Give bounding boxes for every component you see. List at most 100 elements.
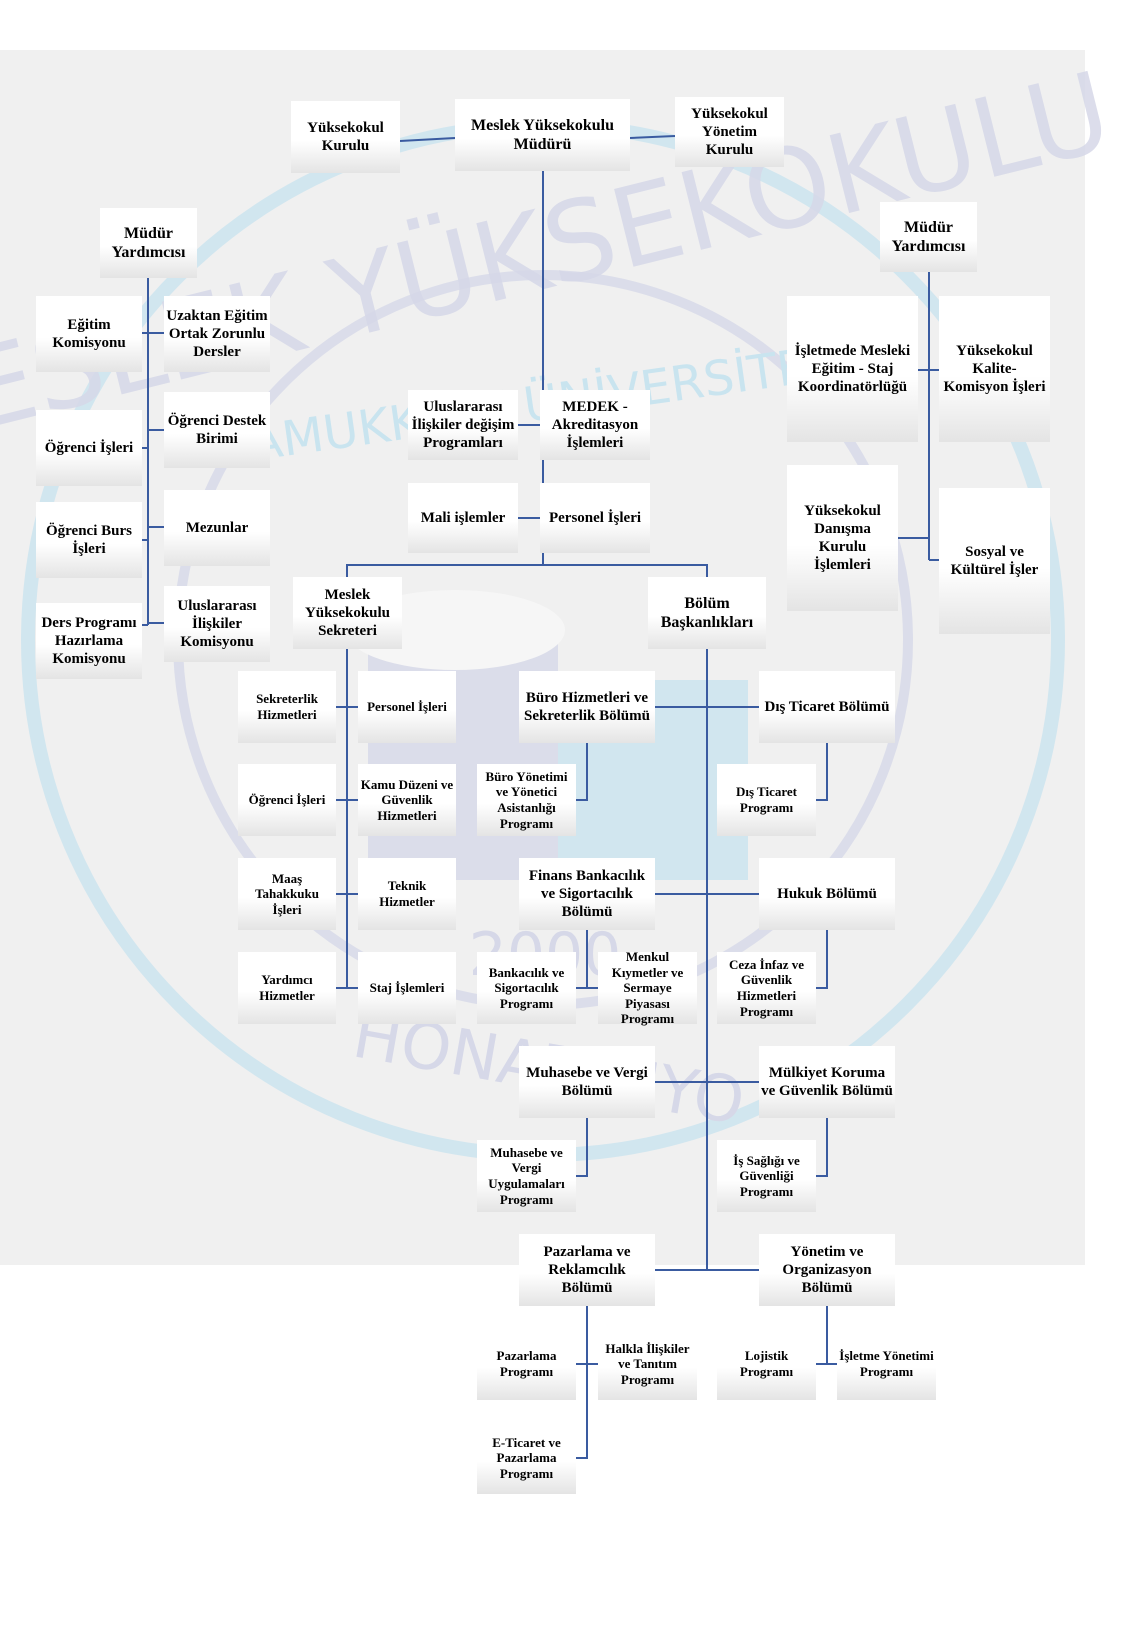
org-box-maas: Maaş Tahakkuku İşleri <box>238 858 336 930</box>
org-box-label: Yüksekokul Kalite-Komisyon İşleri <box>943 343 1046 395</box>
org-box-ders-prog: Ders Programı Hazırlama Komisyonu <box>36 603 142 679</box>
org-box-egitim-kom: Eğitim Komisyonu <box>36 296 142 372</box>
org-box-medek: MEDEK - Akreditasyon İşlemleri <box>540 390 650 460</box>
org-box-label: Dış Ticaret Programı <box>735 784 798 815</box>
org-box-label: İş Sağlığı ve Güvenliği Programı <box>733 1152 800 1199</box>
org-box-label: Bankacılık ve Sigortacılık Programı <box>488 964 565 1011</box>
org-box-mali: Mali işlemler <box>408 483 518 553</box>
org-box-menkul-prog: Menkul Kıymetler ve Sermaye Piyasası Pro… <box>598 949 697 1027</box>
org-box-label: Hukuk Bölümü <box>777 886 877 902</box>
org-box-bankacilik-prog: Bankacılık ve Sigortacılık Programı <box>477 952 576 1024</box>
org-box-ulus-kom: Uluslararası İlişkiler Komisyonu <box>164 586 270 662</box>
org-box-isletmede: İşletmede Mesleki Eğitim - Staj Koordina… <box>787 296 918 442</box>
org-box-label: Uluslararası İlişkiler Komisyonu <box>177 598 257 650</box>
org-box-label: Büro Yönetimi ve Yönetici Asistanlığı Pr… <box>485 768 568 831</box>
connector-line <box>399 137 456 142</box>
org-box-label: Teknik Hizmetler <box>379 878 435 909</box>
org-box-label: Öğrenci İşleri <box>44 440 134 456</box>
org-box-pazarlama-bol: Pazarlama ve Reklamcılık Bölümü <box>519 1234 655 1306</box>
org-box-label: Staj İşlemleri <box>369 980 445 996</box>
org-box-uzaktan: Uzaktan Eğitim Ortak Zorunlu Dersler <box>164 296 270 372</box>
org-box-mudur-yrd-sol: Müdür Yardımcısı <box>100 208 197 278</box>
org-box-label: Dış Ticaret Bölümü <box>764 699 890 715</box>
org-box-lojistik-prog: Lojistik Programı <box>717 1328 816 1400</box>
org-box-label: Müdür Yardımcısı <box>111 224 186 261</box>
org-box-staj: Staj İşlemleri <box>358 952 456 1024</box>
org-box-label: Yardımcı Hizmetler <box>259 972 315 1003</box>
org-box-label: Yönetim ve Organizasyon Bölümü <box>782 1244 872 1296</box>
org-box-finans-bol: Finans Bankacılık ve Sigortacılık Bölümü <box>519 858 655 930</box>
org-box-label: Maaş Tahakkuku İşleri <box>255 870 319 917</box>
org-box-personel-2: Personel İşleri <box>358 671 456 743</box>
connector-line <box>629 135 676 139</box>
org-box-buro-prog: Büro Yönetimi ve Yönetici Asistanlığı Pr… <box>477 764 576 836</box>
org-box-mudur-yrd-sag: Müdür Yardımcısı <box>880 202 977 272</box>
org-box-label: E-Ticaret ve Pazarlama Programı <box>492 1434 561 1481</box>
org-box-label: Öğrenci İşleri <box>248 792 326 808</box>
connector-line <box>576 1306 588 1459</box>
org-box-label: Yüksekokul Yönetim Kurulu <box>691 106 768 158</box>
org-box-label: Kamu Düzeni ve Güvenlik Hizmetleri <box>360 776 454 823</box>
org-box-label: Lojistik Programı <box>739 1348 794 1379</box>
org-box-burs: Öğrenci Burs İşleri <box>36 502 142 578</box>
connector-line <box>576 743 588 801</box>
org-box-label: Ders Programı Hazırlama Komisyonu <box>41 615 137 667</box>
org-box-ceza-prog: Ceza İnfaz ve Güvenlik Hizmetleri Progra… <box>717 952 816 1024</box>
org-box-label: Personel İşleri <box>367 699 447 715</box>
org-box-buro-bol: Büro Hizmetleri ve Sekreterlik Bölümü <box>519 671 655 743</box>
org-box-eticaret-prog: E-Ticaret ve Pazarlama Programı <box>477 1422 576 1494</box>
org-box-label: Mezunlar <box>185 520 249 536</box>
org-box-halkla-prog: Halkla İlişkiler ve Tanıtım Programı <box>598 1328 697 1400</box>
org-box-label: Öğrenci Destek Birimi <box>167 413 267 447</box>
org-box-hukuk-bol: Hukuk Bölümü <box>759 858 895 930</box>
org-box-label: Personel İşleri <box>548 510 642 526</box>
connector-line <box>816 930 828 989</box>
org-box-teknik: Teknik Hizmetler <box>358 858 456 930</box>
org-box-yardimci: Yardımcı Hizmetler <box>238 952 336 1024</box>
org-box-kamu-duzeni: Kamu Düzeni ve Güvenlik Hizmetleri <box>358 764 456 836</box>
org-box-danisma: Yüksekokul Danışma Kurulu İşlemleri <box>787 465 898 611</box>
org-box-label: Sosyal ve Kültürel İşler <box>950 544 1039 578</box>
org-box-label: İşletmede Mesleki Eğitim - Staj Koordina… <box>794 343 911 395</box>
org-box-ogrenci-isleri-2: Öğrenci İşleri <box>238 764 336 836</box>
org-box-ogrenci-destek: Öğrenci Destek Birimi <box>164 392 270 468</box>
org-box-bolum-bas: Bölüm Başkanlıkları <box>648 577 766 649</box>
org-box-muhasebe-prog: Muhasebe ve Vergi Uygulamaları Programı <box>477 1140 576 1212</box>
org-box-label: Meslek Yüksekokulu Müdürü <box>471 116 614 153</box>
org-box-dis-tic-bol: Dış Ticaret Bölümü <box>759 671 895 743</box>
org-box-label: Büro Hizmetleri ve Sekreterlik Bölümü <box>524 690 650 724</box>
org-box-ulus-degisim: Uluslararası İlişkiler değişim Programla… <box>408 390 518 460</box>
org-box-label: Uluslararası İlişkiler değişim Programla… <box>411 399 515 451</box>
org-box-sosyal: Sosyal ve Kültürel İşler <box>939 488 1050 634</box>
connector-line <box>346 564 708 577</box>
org-box-label: Finans Bankacılık ve Sigortacılık Bölümü <box>528 868 646 920</box>
org-box-kurulu: Yüksekokul Kurulu <box>291 101 400 173</box>
org-box-label: Uzaktan Eğitim Ortak Zorunlu Dersler <box>166 308 268 360</box>
org-box-dis-tic-prog: Dış Ticaret Programı <box>717 764 816 836</box>
org-box-label: İşletme Yönetimi Programı <box>839 1348 934 1379</box>
org-box-isletme-yon-prog: İşletme Yönetimi Programı <box>837 1328 936 1400</box>
org-box-label: Eğitim Komisyonu <box>52 317 126 351</box>
org-box-label: Menkul Kıymetler ve Sermaye Piyasası Pro… <box>611 949 684 1027</box>
org-box-is-sagligi-prog: İş Sağlığı ve Güvenliği Programı <box>717 1140 816 1212</box>
org-box-label: Yüksekokul Danışma Kurulu İşlemleri <box>804 503 881 573</box>
org-box-label: Muhasebe ve Vergi Uygulamaları Programı <box>488 1144 565 1207</box>
org-box-personel-1: Personel İşleri <box>540 483 650 553</box>
org-box-mudur: Meslek Yüksekokulu Müdürü <box>455 99 630 171</box>
connector-line <box>816 743 828 801</box>
org-box-sekreterlik: Sekreterlik Hizmetleri <box>238 671 336 743</box>
org-box-muhasebe-bol: Muhasebe ve Vergi Bölümü <box>519 1046 655 1118</box>
connector-line <box>576 1118 588 1177</box>
org-box-ogrenci-isleri-1: Öğrenci İşleri <box>36 410 142 486</box>
org-box-mulkiyet-bol: Mülkiyet Koruma ve Güvenlik Bölümü <box>759 1046 895 1118</box>
org-box-label: Mali işlemler <box>420 510 506 526</box>
org-box-kalite: Yüksekokul Kalite-Komisyon İşleri <box>939 296 1050 442</box>
org-box-label: Öğrenci Burs İşleri <box>46 523 132 557</box>
org-box-mezunlar: Mezunlar <box>164 490 270 566</box>
connector-line <box>816 1118 828 1177</box>
org-box-label: Sekreterlik Hizmetleri <box>256 691 318 722</box>
org-box-label: Halkla İlişkiler ve Tanıtım Programı <box>605 1340 690 1387</box>
org-box-label: MEDEK - Akreditasyon İşlemleri <box>551 399 639 451</box>
org-box-label: Bölüm Başkanlıkları <box>660 594 754 631</box>
org-box-label: Pazarlama ve Reklamcılık Bölümü <box>543 1244 631 1296</box>
